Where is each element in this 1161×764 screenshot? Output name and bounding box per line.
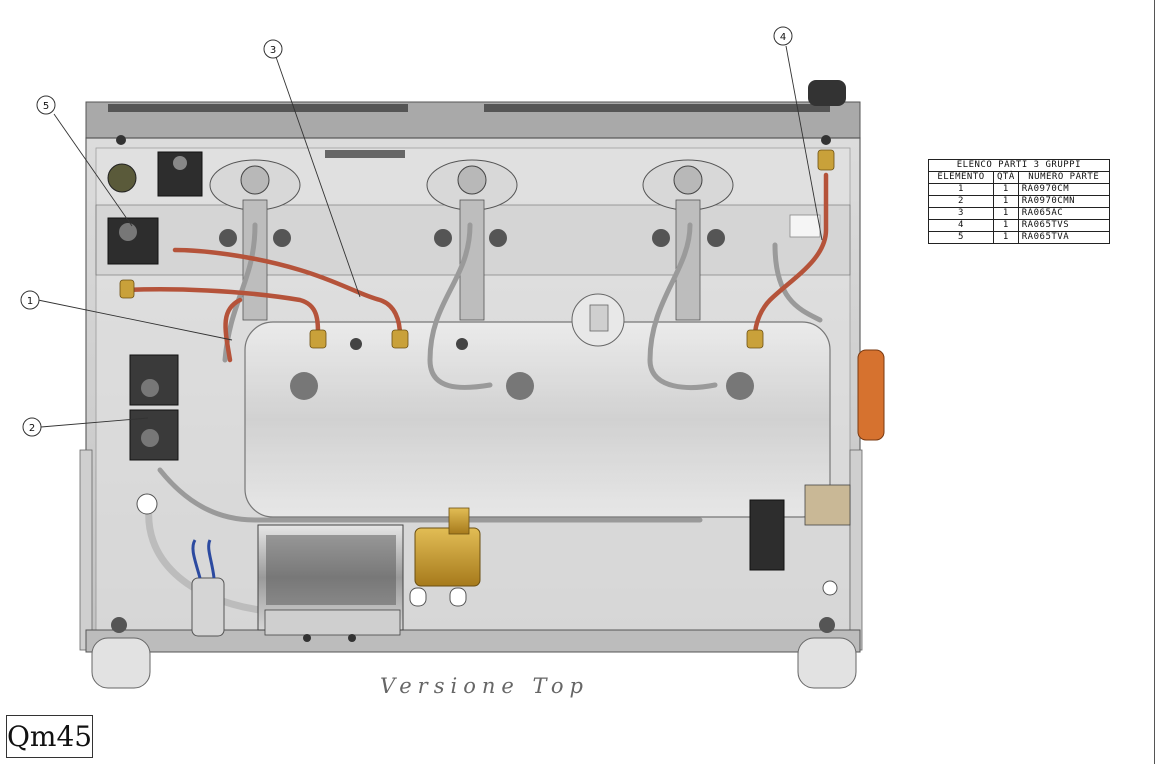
header-qta: QTÀ [993,171,1019,184]
callout-2: 2 [22,417,42,437]
model-label: Qm45 [6,715,93,758]
copper-pipes [125,172,829,363]
vent-cap [808,80,846,106]
sheet-border [1154,0,1155,764]
solenoid-valves [107,151,203,461]
feet [91,617,857,689]
leader-lines [37,45,823,428]
boiler [244,293,831,518]
callout-3: 3 [263,39,283,59]
svg-text:4: 4 [780,32,786,43]
pump-motor [257,507,481,636]
screws [116,135,831,642]
table-row: 4 1 RA065TVS [928,219,1110,232]
table-header-row: ELEMENTO QTÀ NUMERO PARTE [928,171,1110,184]
plate-holes [136,493,838,607]
parts-list-table: ELENCO PARTI 3 GRUPPI ELEMENTO QTÀ NUMER… [928,159,1110,244]
callout-5: 5 [36,95,56,115]
table-row: 3 1 RA065AC [928,207,1110,220]
svg-text:3: 3 [270,45,276,56]
table-row: 2 1 RA0970CMN [928,195,1110,208]
svg-text:1: 1 [27,296,33,307]
steel-pipes [145,222,823,614]
callout-4: 4 [773,26,793,46]
fittings [119,149,835,349]
callouts: 1 2 3 4 5 [20,26,793,437]
group-heads [209,159,734,321]
right-components [749,214,885,571]
svg-text:5: 5 [43,101,49,112]
capacitor [191,539,225,637]
header-numero-parte: NUMERO PARTE [1017,171,1110,184]
svg-text:2: 2 [29,423,35,434]
table-title: ELENCO PARTI 3 GRUPPI [928,159,1110,172]
callout-1: 1 [20,290,40,310]
version-caption: Versione Top [380,674,589,698]
table-row: 1 1 RA0970CM [928,183,1110,196]
header-elemento: ELEMENTO [928,171,994,184]
table-row: 5 1 RA065TVA [928,231,1110,244]
